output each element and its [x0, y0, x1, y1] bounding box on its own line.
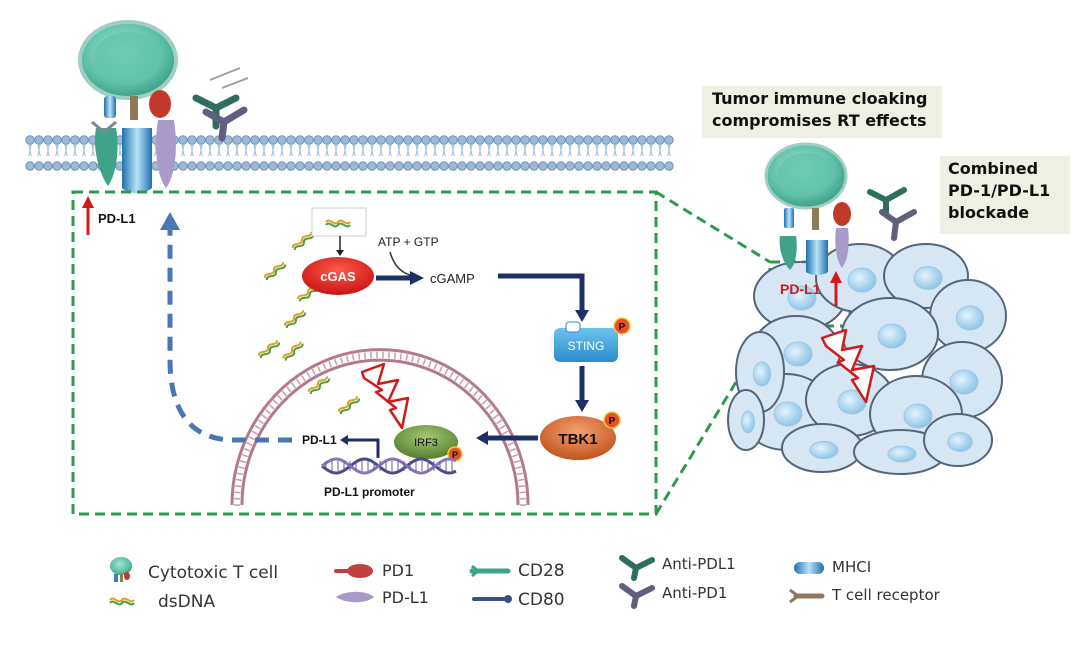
irf3-label: IRF3	[414, 437, 438, 449]
legend-pdl1-icon	[336, 591, 374, 603]
arrow-sting-to-tbk1	[575, 366, 589, 412]
transcription-start-arrow	[340, 435, 380, 458]
legend-tcr-label: T cell receptor	[832, 586, 940, 604]
anti-pd1-antibody-right	[879, 209, 917, 241]
blockade-line-2: PD-1/PD-L1	[948, 181, 1051, 200]
tbk1-kinase	[540, 416, 616, 460]
cytotoxic-t-cell-left	[78, 20, 178, 120]
atp-gtp-label: ATP + GTP	[378, 235, 439, 249]
legend-cd80-icon	[472, 595, 512, 603]
legend-icons	[109, 555, 825, 609]
pdl1-promoter-label: PD-L1 promoter	[324, 485, 415, 499]
legend-pdl1-label: PD-L1	[382, 588, 429, 607]
sting-protein	[554, 321, 618, 362]
legend-cd28-label: CD28	[518, 561, 565, 581]
cgamp-label: cGAMP	[430, 271, 475, 286]
dsdna-input-box	[311, 207, 367, 256]
pdl1-gene-label: PD-L1	[302, 433, 337, 447]
legend-pd1-label: PD1	[382, 561, 415, 580]
legend-dsdna-label: dsDNA	[158, 592, 216, 612]
legend-anti-pd1-label: Anti-PD1	[662, 584, 728, 602]
legend-tcr-icon	[789, 588, 825, 604]
blockade-line-3: blockade	[948, 203, 1030, 222]
pdl1-promoter-dna	[321, 457, 457, 475]
legend-mhci-label: MHCI	[832, 558, 872, 576]
pdl1-upregulation-arrow-left	[82, 196, 94, 235]
legend-anti-pd1-icon	[619, 583, 655, 609]
sting-label: STING	[568, 339, 605, 353]
legend-cd80-label: CD80	[518, 590, 565, 610]
motion-lines	[209, 67, 249, 89]
tumor-surface-receptors-right	[779, 228, 849, 275]
arrow-tbk1-to-irf3	[476, 431, 538, 445]
arrow-cgamp-to-sting	[498, 273, 589, 322]
cloaking-line-1: Tumor immune cloaking	[712, 89, 928, 108]
irf3-transcription-factor	[394, 425, 458, 459]
legend-mhci-icon	[794, 562, 824, 574]
blockade-callout: Combined PD-1/PD-L1 blockade	[940, 156, 1070, 234]
cgas-label: cGAS	[320, 269, 356, 284]
pdl1-expression-feedback-arrow	[160, 212, 292, 443]
radiation-lightning-tumor-icon	[820, 328, 876, 404]
zoom-box	[71, 190, 852, 516]
anti-pd1-antibody-left	[202, 106, 248, 142]
cloaking-line-2: compromises RT effects	[712, 111, 927, 130]
cytotoxic-t-cell-right	[764, 142, 851, 230]
legend-anti-pdl1-icon	[619, 555, 655, 581]
cloaking-callout: Tumor immune cloaking compromises RT eff…	[702, 86, 942, 138]
sting-phospho-label: P	[619, 322, 626, 333]
anti-pdl1-antibody-right	[867, 187, 907, 217]
blockade-line-1: Combined	[948, 159, 1039, 178]
cgas-enzyme	[302, 257, 374, 295]
sting-phospho-icon	[613, 317, 631, 335]
pdl1-label-top: PD-L1	[98, 211, 136, 226]
legend-dsdna-icon	[109, 597, 135, 606]
pdl1-upregulation-arrow-right	[830, 271, 842, 306]
legend-cd28-icon	[469, 564, 511, 578]
legend-pd1-icon	[334, 564, 373, 578]
radiation-lightning-icon	[360, 362, 410, 430]
legend-anti-pdl1-label: Anti-PDL1	[662, 555, 736, 573]
tumor-mass	[727, 243, 1007, 475]
pdl1-tumor-label: PD-L1	[780, 281, 821, 297]
tbk1-phospho-icon	[603, 411, 621, 429]
tbk1-label: TBK1	[558, 431, 597, 448]
tumor-surface-receptors-left	[91, 120, 176, 194]
legend-t-cell-label: Cytotoxic T cell	[148, 563, 279, 583]
tbk1-phospho-label: P	[609, 416, 616, 427]
arrow-cgas-to-cgamp	[376, 271, 424, 285]
legend-t-cell-icon	[110, 557, 132, 582]
irf3-phospho-label: P	[452, 450, 458, 460]
